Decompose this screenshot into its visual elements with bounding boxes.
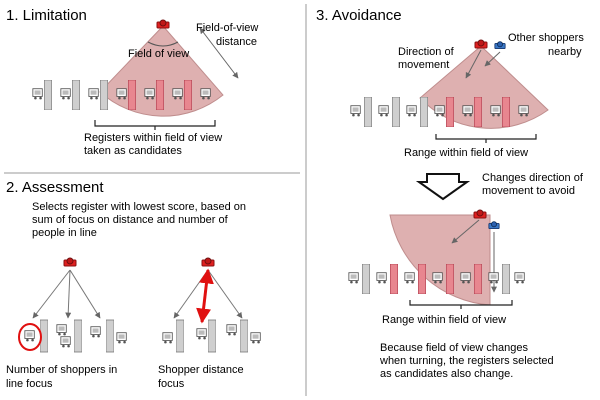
shopper-blue bbox=[494, 41, 506, 49]
candidate-arrow bbox=[65, 269, 72, 319]
register bbox=[106, 319, 114, 353]
cart bbox=[24, 330, 35, 342]
shopper-red bbox=[63, 257, 77, 267]
cart bbox=[88, 88, 99, 100]
range-label-1: Range within field of view bbox=[404, 147, 529, 159]
others-label-1: Other shoppers bbox=[508, 32, 584, 44]
avoidance-note-1: Because field of view changes bbox=[380, 342, 528, 354]
shopper-red bbox=[474, 39, 488, 49]
register bbox=[100, 80, 108, 110]
limitation-diagram bbox=[32, 19, 239, 130]
cart bbox=[378, 105, 389, 117]
register-candidate bbox=[418, 264, 426, 294]
line-focus-label-2: line focus bbox=[6, 378, 53, 390]
register bbox=[176, 319, 184, 353]
cart bbox=[116, 332, 127, 344]
register-candidate bbox=[474, 264, 482, 294]
avoidance-note-2: when turning, the registers selected bbox=[380, 355, 554, 367]
line-focus-circle bbox=[18, 323, 42, 351]
assessment-desc-1: Selects register with lowest score, base… bbox=[32, 201, 246, 213]
distance-focus-label-1: Shopper distance bbox=[158, 364, 244, 376]
range-bracket bbox=[409, 300, 513, 309]
candidate-arrow bbox=[69, 269, 101, 319]
range-label-2: Range within field of view bbox=[382, 314, 507, 326]
register-candidate bbox=[446, 97, 454, 127]
avoidance-note-3: as candidates also change. bbox=[380, 368, 514, 380]
register bbox=[74, 319, 82, 353]
candidates-bracket bbox=[94, 120, 216, 130]
movement-direction-arrow bbox=[465, 49, 482, 79]
candidate-arrow bbox=[207, 269, 243, 319]
register bbox=[392, 97, 400, 127]
register bbox=[362, 264, 370, 294]
register-candidate bbox=[390, 264, 398, 294]
movement-direction-arrow bbox=[451, 219, 480, 244]
register-candidate bbox=[446, 264, 454, 294]
register-candidate bbox=[184, 80, 192, 110]
limitation-caption-1: Registers within field of view bbox=[84, 132, 223, 144]
cart bbox=[162, 332, 173, 344]
cart bbox=[350, 105, 361, 117]
register bbox=[420, 97, 428, 127]
cart bbox=[56, 324, 67, 336]
assessment-desc-2: sum of focus on distance and number of bbox=[32, 214, 228, 226]
changes-label-2: movement to avoid bbox=[482, 185, 575, 197]
cart bbox=[196, 328, 207, 340]
candidate-arrow bbox=[32, 269, 71, 319]
section-title-avoidance: 3. Avoidance bbox=[316, 7, 402, 24]
cart bbox=[90, 326, 101, 338]
register-candidate bbox=[128, 80, 136, 110]
cart bbox=[250, 332, 261, 344]
assessment-diagram bbox=[18, 257, 261, 353]
others-label-2: nearby bbox=[548, 46, 582, 58]
cart bbox=[376, 272, 387, 284]
fov-distance-label-2: distance bbox=[216, 36, 257, 48]
avoidance-before-diagram bbox=[350, 39, 549, 143]
distance-focus-label-2: focus bbox=[158, 378, 185, 390]
register-candidate bbox=[502, 97, 510, 127]
avoidance-after-diagram bbox=[348, 209, 525, 309]
register bbox=[44, 80, 52, 110]
cart bbox=[226, 324, 237, 336]
cart bbox=[406, 105, 417, 117]
distance-focus-arrow bbox=[196, 268, 214, 324]
nearby-shopper-arrow bbox=[484, 51, 501, 67]
line-focus-label-1: Number of shoppers in bbox=[6, 364, 118, 376]
section-title-limitation: 1. Limitation bbox=[6, 7, 87, 24]
changes-label-1: Changes direction of bbox=[482, 172, 583, 184]
fov-distance-arrow bbox=[199, 27, 239, 79]
shopper-red bbox=[473, 209, 487, 219]
register bbox=[208, 319, 216, 353]
assessment-desc-3: people in line bbox=[32, 227, 97, 239]
fov-distance-label-1: Field-of-view bbox=[196, 22, 259, 34]
cart bbox=[434, 105, 445, 117]
cart bbox=[514, 272, 525, 284]
field-of-view-label: Field of view bbox=[128, 48, 190, 60]
register bbox=[364, 97, 372, 127]
fov-angle-arc bbox=[147, 41, 179, 47]
register-candidate bbox=[474, 97, 482, 127]
transition-arrow bbox=[415, 173, 471, 201]
cart bbox=[404, 272, 415, 284]
direction-label-2: movement bbox=[398, 59, 450, 71]
cart bbox=[348, 272, 359, 284]
shopper-red bbox=[156, 19, 170, 29]
direction-label-1: Direction of bbox=[398, 46, 454, 58]
shopper-red bbox=[201, 257, 215, 267]
limitation-caption-2: taken as candidates bbox=[84, 145, 182, 157]
cart bbox=[60, 336, 71, 348]
cart bbox=[32, 88, 43, 100]
register-candidate bbox=[156, 80, 164, 110]
register bbox=[240, 319, 248, 353]
section-title-assessment: 2. Assessment bbox=[6, 179, 104, 196]
range-bracket bbox=[435, 134, 537, 143]
register bbox=[72, 80, 80, 110]
cart bbox=[60, 88, 71, 100]
register bbox=[502, 264, 510, 294]
